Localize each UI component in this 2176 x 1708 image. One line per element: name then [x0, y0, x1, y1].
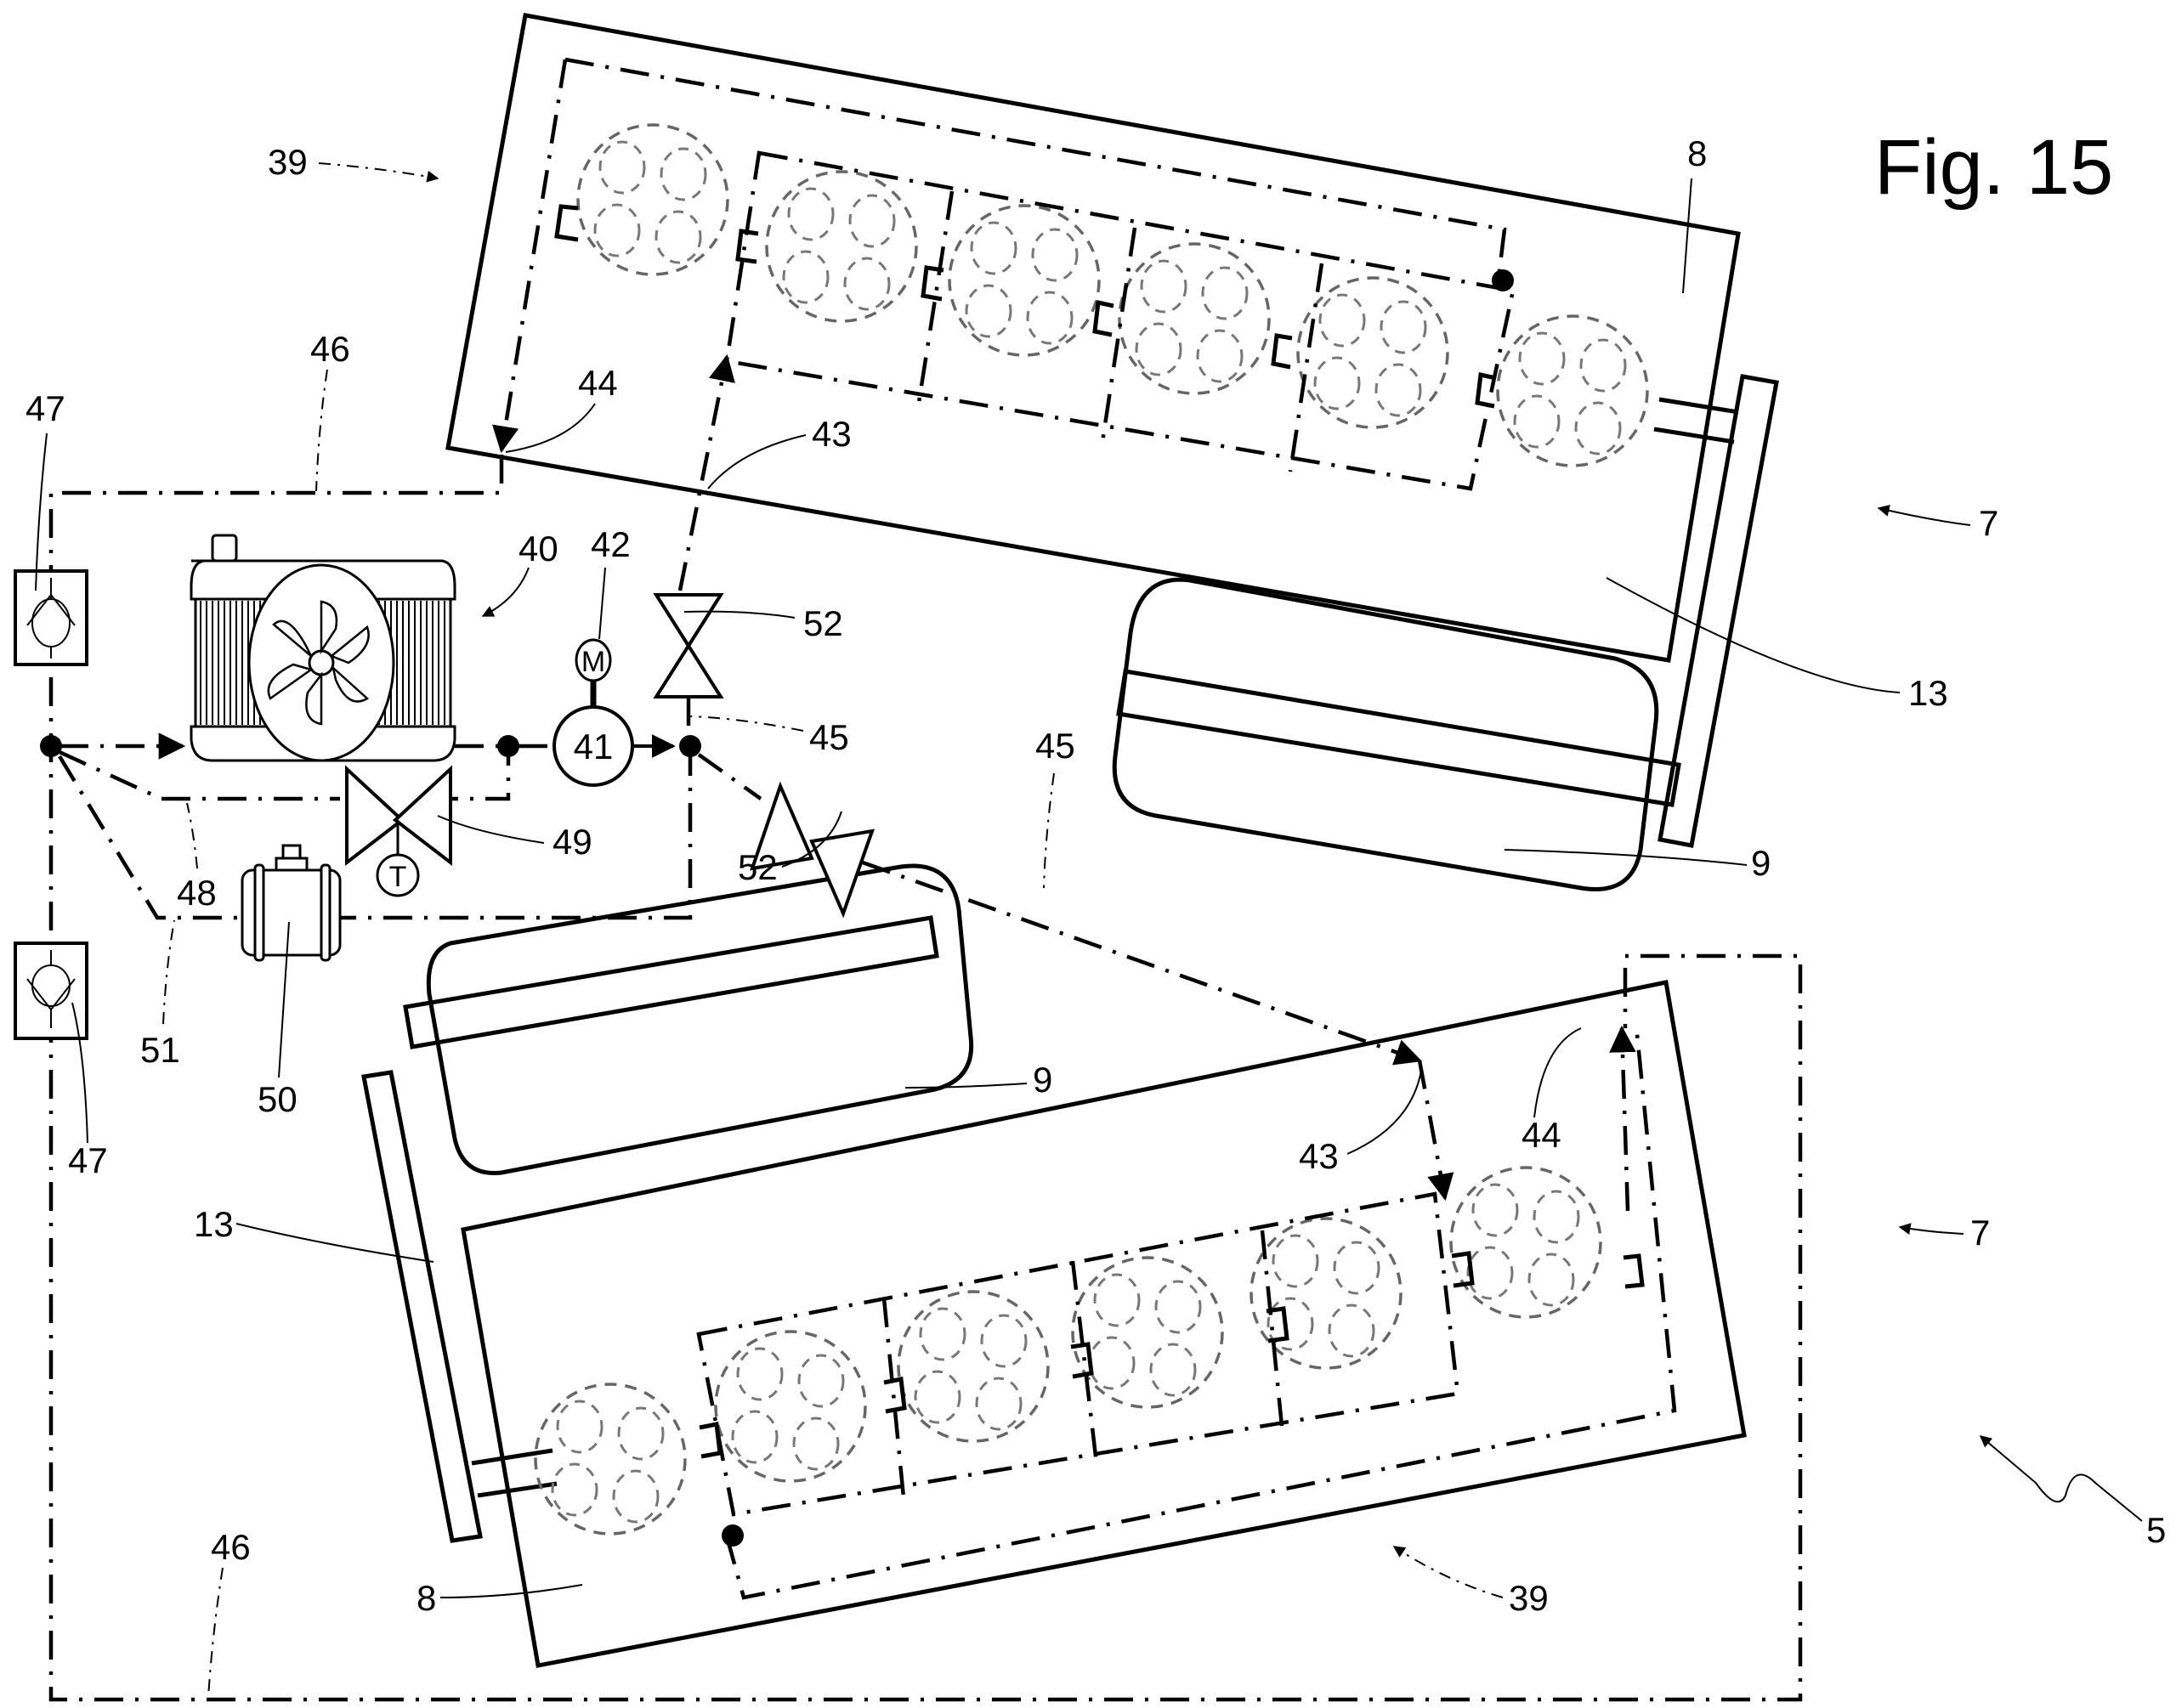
bottom-couplers: [699, 1251, 1645, 1459]
label-7-bottom: 7: [1970, 1213, 1990, 1253]
motor-symbol: M: [581, 646, 605, 678]
bottom-crank-stub-2: [477, 1481, 558, 1498]
bottom-engine-assembly: [361, 863, 1747, 1668]
label-9-top: 9: [1751, 843, 1771, 883]
label-40: 40: [518, 529, 558, 568]
pump-41: 41: [552, 705, 634, 787]
label-45-a: 45: [809, 717, 849, 757]
top-crank-stub-2: [1653, 427, 1735, 444]
valve-52-bottom: [750, 781, 876, 919]
thermostat-symbol: T: [389, 861, 407, 893]
label-47-top: 47: [26, 388, 65, 428]
heater-line-51: [58, 755, 238, 920]
top-coolant-jacket-outer: [564, 57, 1507, 286]
label-50: 50: [258, 1079, 298, 1119]
supply-line-45: [697, 753, 762, 800]
label-39-bottom: 39: [1509, 1578, 1549, 1618]
bottom-gearbox-shaft: [403, 915, 939, 1049]
top-junction-dot: [1492, 269, 1514, 291]
label-47-bottom: 47: [68, 1140, 108, 1180]
top-coolant-jacket-inner: [724, 150, 1516, 491]
bottom-inlet-line: [1417, 1060, 1454, 1202]
top-gearbox: [1112, 577, 1659, 891]
thermostatic-valve-49: T: [345, 765, 452, 897]
bottom-coolant-jacket-inner: [696, 1191, 1460, 1517]
label-52-b: 52: [738, 847, 778, 887]
label-13-bottom: 13: [194, 1204, 234, 1244]
bottom-cylinders: [534, 1166, 1602, 1536]
bottom-crank-stub: [471, 1448, 553, 1466]
top-couplers: [554, 204, 1497, 409]
label-43-bottom: 43: [1299, 1136, 1339, 1176]
top-outlet-line: [492, 59, 568, 454]
reference-labels: 39 39 8 8 7 7 13 13 9 9 5 40 42: [26, 133, 2166, 1699]
thermostat-junction-dot: [497, 735, 519, 757]
top-cylinders: [576, 123, 1649, 467]
motor-42: M: [575, 638, 612, 682]
top-crank-stub: [1658, 397, 1739, 415]
top-engine-block: [445, 13, 1741, 663]
label-9-bottom: 9: [1033, 1060, 1052, 1100]
label-8-top: 8: [1687, 133, 1707, 173]
radiator-fan-40: [190, 534, 456, 762]
label-51: 51: [140, 1030, 180, 1070]
label-41: 41: [574, 727, 614, 766]
label-49: 49: [552, 822, 592, 862]
top-gearbox-shaft: [1116, 669, 1681, 807]
label-39-top: 39: [268, 142, 308, 182]
bottom-gearbox: [426, 863, 974, 1175]
return-line-46: [48, 455, 1803, 1702]
label-13-top: 13: [1908, 673, 1948, 713]
label-52-a: 52: [803, 603, 843, 643]
label-43-top: 43: [812, 414, 852, 454]
top-plate: [1658, 374, 1779, 848]
top-inlet-line: [677, 353, 735, 591]
label-45-b: 45: [1035, 726, 1075, 766]
valve-52-top: [653, 593, 724, 698]
label-8-bottom: 8: [416, 1578, 436, 1618]
left-junction-dot: [40, 735, 62, 757]
bottom-engine-block: [461, 980, 1747, 1668]
check-valve-47-top: [14, 569, 88, 666]
pump-outlet-junction-dot: [679, 735, 701, 757]
heat-exchanger-50: [241, 844, 342, 962]
label-44-bottom: 44: [1522, 1115, 1561, 1155]
label-7-top: 7: [1979, 503, 1998, 543]
bottom-coolant-jacket-outer: [724, 1025, 1677, 1600]
label-46-top: 46: [310, 329, 350, 369]
label-46-bottom: 46: [211, 1527, 251, 1567]
label-48: 48: [177, 873, 217, 913]
bottom-plate: [361, 1070, 483, 1543]
bottom-junction-dot: [722, 1524, 744, 1547]
label-42: 42: [591, 524, 631, 564]
figure-title: Fig. 15: [1874, 124, 2113, 211]
label-5: 5: [2146, 1510, 2166, 1550]
top-engine-assembly: [445, 13, 1779, 891]
check-valve-47-bottom: [14, 942, 88, 1040]
label-44-top: 44: [578, 363, 618, 403]
bottom-outlet-line: [1609, 1025, 1636, 1212]
